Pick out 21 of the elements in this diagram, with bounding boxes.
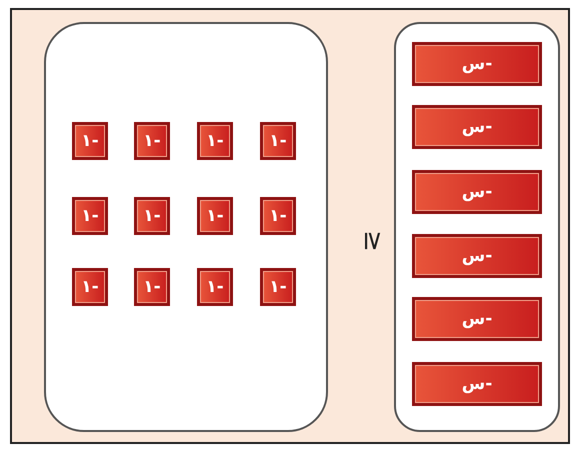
panel [44,22,328,432]
algebra-tile: -١ [72,197,108,235]
algebra-tile: -١ [260,122,296,160]
algebra-tile: -١ [197,197,233,235]
algebra-tile: -١ [134,197,170,235]
algebra-tile: -س [412,297,542,341]
algebra-tile: -س [412,170,542,214]
algebra-tile: -١ [260,197,296,235]
algebra-tile: -١ [72,122,108,160]
algebra-tile: -س [412,105,542,149]
algebra-tile: -١ [197,122,233,160]
algebra-tile: -س [412,362,542,406]
algebra-tile: -١ [134,268,170,306]
algebra-tile: -١ [134,122,170,160]
inequality-sign: ≥ [358,230,388,252]
algebra-tile: -١ [72,268,108,306]
algebra-tile: -س [412,234,542,278]
algebra-tile: -س [412,42,542,86]
panel [394,22,560,432]
algebra-tile: -١ [197,268,233,306]
algebra-tile: -١ [260,268,296,306]
